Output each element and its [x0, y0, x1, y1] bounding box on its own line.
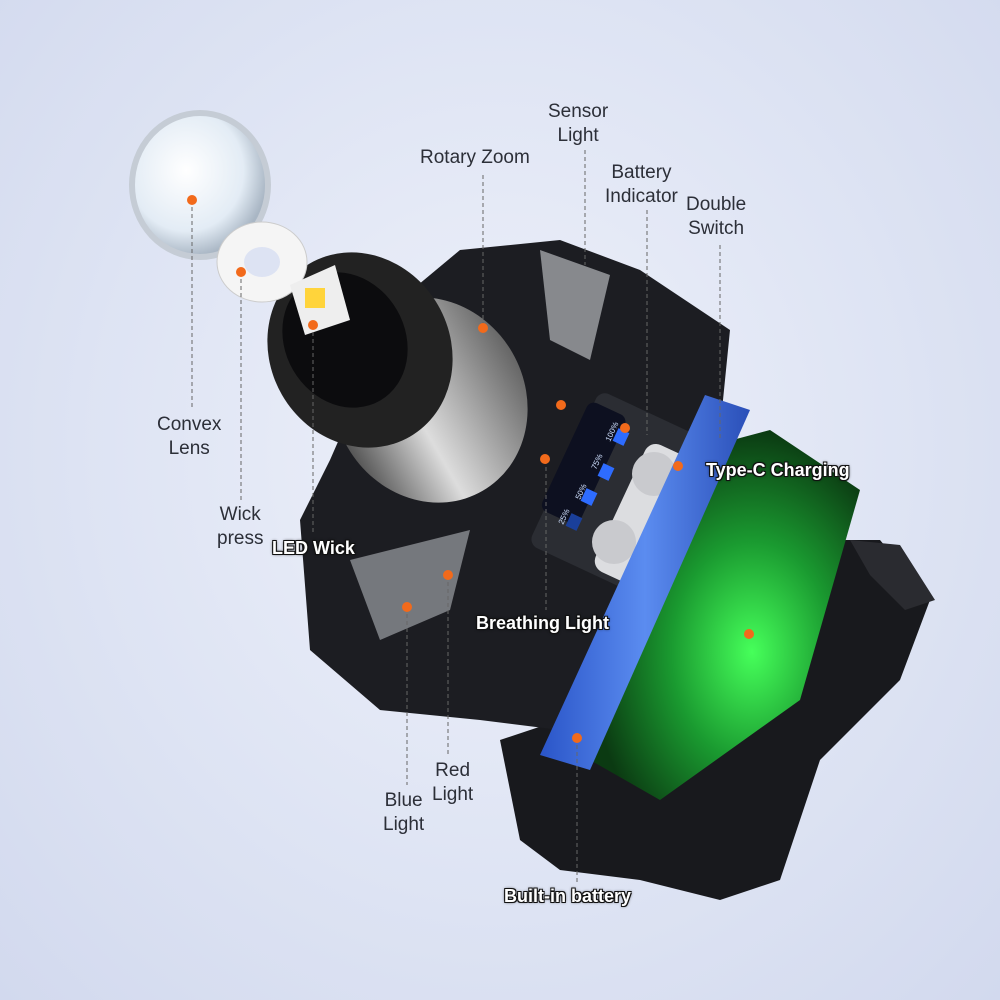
battery-indicator-leds: 25% 50% 75% 100% [557, 420, 630, 531]
label-rotary-zoom: Rotary Zoom [420, 147, 530, 168]
label-led-wick: LED Wick [272, 538, 355, 558]
marker-dots [187, 195, 754, 743]
leader-lines [191, 150, 721, 882]
label-type-c-charging: Type-C Charging [706, 460, 850, 480]
battery-cell [540, 395, 750, 770]
label-built-in-battery: Built-in battery [504, 886, 632, 906]
label-breathing-light: Breathing Light [476, 613, 609, 633]
convex-lens-part [129, 110, 271, 260]
